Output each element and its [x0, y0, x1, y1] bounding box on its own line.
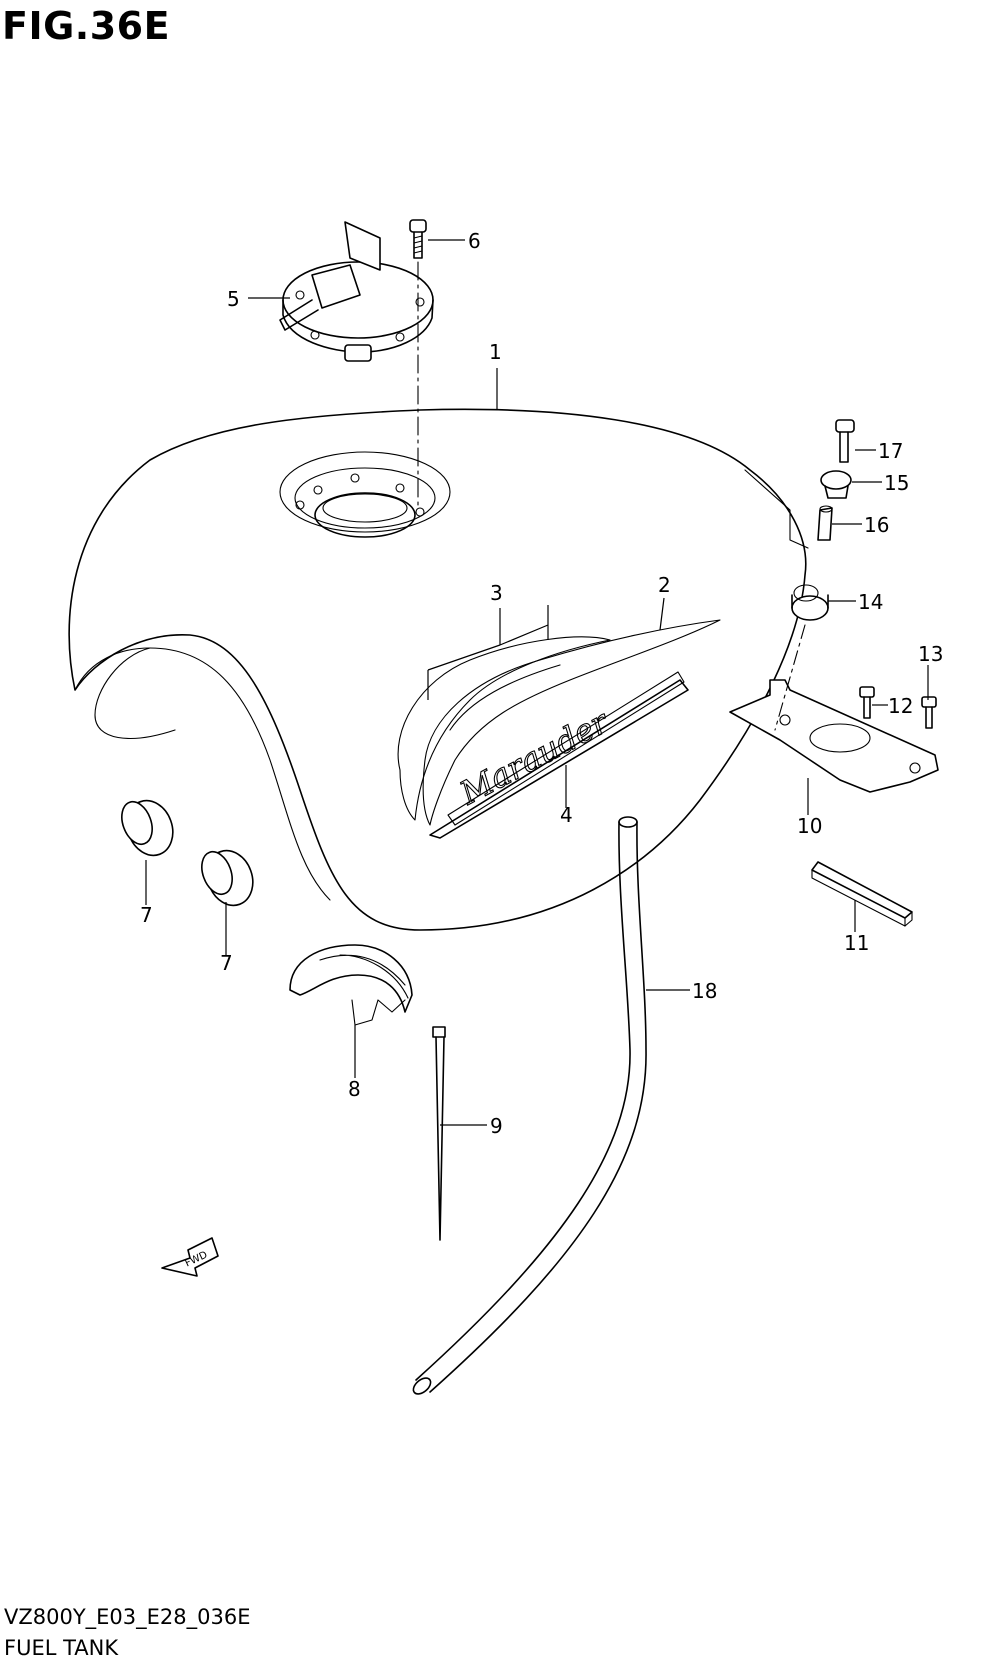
tie-strap: [432, 1026, 446, 1241]
tank-bracket: [729, 679, 939, 793]
bolt-17: [835, 419, 855, 463]
flame-decal: [397, 619, 721, 826]
rubber-cap-1: [121, 799, 174, 857]
callout-4: 4: [560, 803, 573, 827]
callout-7a: 7: [140, 903, 153, 927]
callout-16: 16: [864, 513, 889, 537]
figure-title: FIG.36E: [2, 4, 171, 48]
marauder-emblem: Marauder: [429, 671, 689, 839]
callout-2: 2: [658, 573, 671, 597]
fuel-cap-bolt: [409, 219, 427, 259]
callout-8: 8: [348, 1077, 361, 1101]
callout-14: 14: [858, 590, 883, 614]
callout-11: 11: [844, 931, 869, 955]
callout-7b: 7: [220, 951, 233, 975]
rubber-cap-2: [201, 849, 254, 907]
collar: [820, 470, 852, 499]
callout-12: 12: [888, 694, 913, 718]
emblem-text: Marauder: [453, 702, 616, 813]
callout-1: 1: [489, 340, 502, 364]
callout-5: 5: [227, 287, 240, 311]
spacer: [817, 505, 833, 541]
tank-cushion: [289, 944, 413, 1026]
callout-15: 15: [884, 471, 909, 495]
callout-9: 9: [490, 1114, 503, 1138]
bracket-alignment-line: [774, 624, 806, 731]
leader-lines: [145, 239, 929, 1126]
callout-17: 17: [878, 439, 903, 463]
callout-10: 10: [797, 814, 822, 838]
callout-13: 13: [918, 642, 943, 666]
callout-18: 18: [692, 979, 717, 1003]
bolt-12: [859, 686, 875, 719]
fuel-cap: [279, 221, 434, 362]
callout-6: 6: [468, 229, 481, 253]
rubber-strip: [811, 861, 913, 927]
fuel-tank: [68, 408, 809, 931]
figure-code: VZ800Y_E03_E28_036E: [4, 1605, 251, 1629]
bolt-13: [921, 696, 937, 729]
fwd-arrow-icon: FWD: [161, 1237, 219, 1277]
mount-cushion: [791, 584, 829, 621]
callout-3: 3: [490, 581, 503, 605]
figure-name: FUEL TANK: [4, 1636, 119, 1660]
callouts: 1 2 3 4 5 6 7 7 8 9 10 11 12 13 14 15 16…: [140, 229, 943, 1138]
fuel-hose: [412, 816, 647, 1395]
